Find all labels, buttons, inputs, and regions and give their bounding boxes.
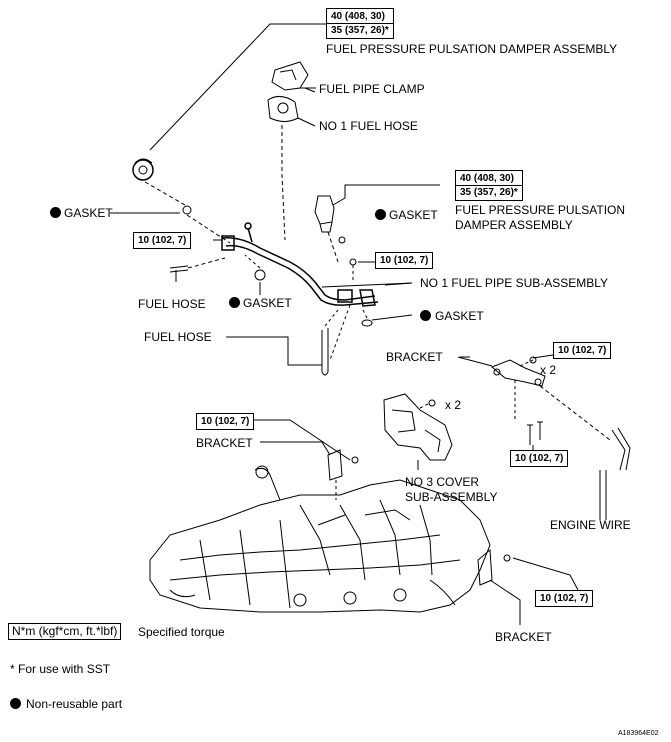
bracket-left-part xyxy=(327,449,359,481)
bracket-right-part xyxy=(491,359,546,387)
torque-value: 10 (102, 7) xyxy=(380,255,429,266)
figure-code: A183964E02 xyxy=(618,730,659,737)
label-gasket-lower: GASKET xyxy=(243,296,292,310)
label-damper-top: FUEL PRESSURE PULSATION DAMPER ASSEMBLY xyxy=(326,42,618,56)
label-no1-fuel-hose: NO 1 FUEL HOSE xyxy=(319,119,418,133)
label-gasket-left: GASKET xyxy=(64,206,113,220)
torque-box-bracket-lower: 10 (102, 7) xyxy=(510,450,569,467)
engine-wire-part xyxy=(599,427,631,520)
torque-value-sst: 35 (357, 26)* xyxy=(327,23,393,37)
engine-block-part xyxy=(149,465,491,613)
torque-box-damper-top: 40 (408, 30) 35 (357, 26)* xyxy=(326,8,394,39)
damper-right-part xyxy=(314,184,440,233)
torque-value: 10 (102, 7) xyxy=(138,235,187,246)
torque-value: 40 (408, 30) xyxy=(460,173,514,184)
leader-damper-top xyxy=(149,23,326,151)
torque-value: 40 (408, 30) xyxy=(331,11,385,22)
fuel-hose-lower-part xyxy=(321,328,329,372)
non-reusable-dot xyxy=(229,297,240,308)
legend-torque-unit: N*m (kgf*cm, ft.*lbf) xyxy=(12,624,118,638)
legend-non-reusable: Non-reusable part xyxy=(26,697,123,711)
gasket-mid-part xyxy=(338,236,346,244)
non-reusable-dot xyxy=(50,207,61,218)
label-no3-cover-line2: SUB-ASSEMBLY xyxy=(405,490,498,504)
torque-box-pipe-right: 10 (102, 7) xyxy=(375,252,434,269)
label-bracket-left: BRACKET xyxy=(196,436,253,450)
torque-value-sst: 35 (357, 26)* xyxy=(456,185,522,199)
label-fuel-pipe-clamp: FUEL PIPE CLAMP xyxy=(319,82,425,96)
torque-box-bracket-left: 10 (102, 7) xyxy=(196,413,255,430)
legend-sst-note: * For use with SST xyxy=(10,662,111,676)
label-no3-cover-line1: NO 3 COVER xyxy=(405,475,480,489)
label-bracket-right: BRACKET xyxy=(386,350,443,364)
torque-value: 10 (102, 7) xyxy=(540,593,589,604)
label-fuel-hose-lower: FUEL HOSE xyxy=(144,330,212,344)
no3-cover-part xyxy=(383,393,453,461)
legend-torque-unit-box: N*m (kgf*cm, ft.*lbf) xyxy=(8,623,122,640)
label-damper-right-line2: DAMPER ASSEMBLY xyxy=(455,218,573,232)
legend-non-reusable-dot xyxy=(10,698,21,709)
torque-box-bracket-bottom: 10 (102, 7) xyxy=(535,590,594,607)
torque-box-bracket-right: 10 (102, 7) xyxy=(553,342,612,359)
legend-specified-torque: Specified torque xyxy=(138,625,225,639)
label-x2-bracket: x 2 xyxy=(540,363,557,377)
gasket-right-part xyxy=(361,319,373,327)
label-x2-cover: x 2 xyxy=(445,398,462,412)
torque-value: 10 (102, 7) xyxy=(201,416,250,427)
label-gasket-right: GASKET xyxy=(435,309,484,323)
torque-box-damper-right: 40 (408, 30) 35 (357, 26)* xyxy=(455,170,523,201)
label-engine-wire: ENGINE WIRE xyxy=(550,518,631,532)
fuel-pipe-part xyxy=(221,222,379,307)
non-reusable-dot xyxy=(375,209,386,220)
label-fuel-hose-upper: FUEL HOSE xyxy=(138,297,206,311)
gasket-lower-part xyxy=(254,269,266,281)
label-gasket-mid: GASKET xyxy=(389,208,438,222)
damper-left-part xyxy=(132,158,154,181)
label-damper-right-line1: FUEL PRESSURE PULSATION xyxy=(455,203,626,217)
torque-value: 10 (102, 7) xyxy=(558,345,607,356)
no1-fuel-hose-part xyxy=(267,96,316,127)
label-bracket-bottom: BRACKET xyxy=(495,630,552,644)
torque-box-pipe-left: 10 (102, 7) xyxy=(133,232,192,249)
label-no1-fuel-pipe: NO 1 FUEL PIPE SUB-ASSEMBLY xyxy=(420,276,609,290)
torque-value: 10 (102, 7) xyxy=(515,453,564,464)
fuel-hose-left-part xyxy=(169,265,189,273)
bracket-bottom-part xyxy=(477,548,511,586)
non-reusable-dot xyxy=(420,310,431,321)
gasket-left-part xyxy=(182,205,192,215)
